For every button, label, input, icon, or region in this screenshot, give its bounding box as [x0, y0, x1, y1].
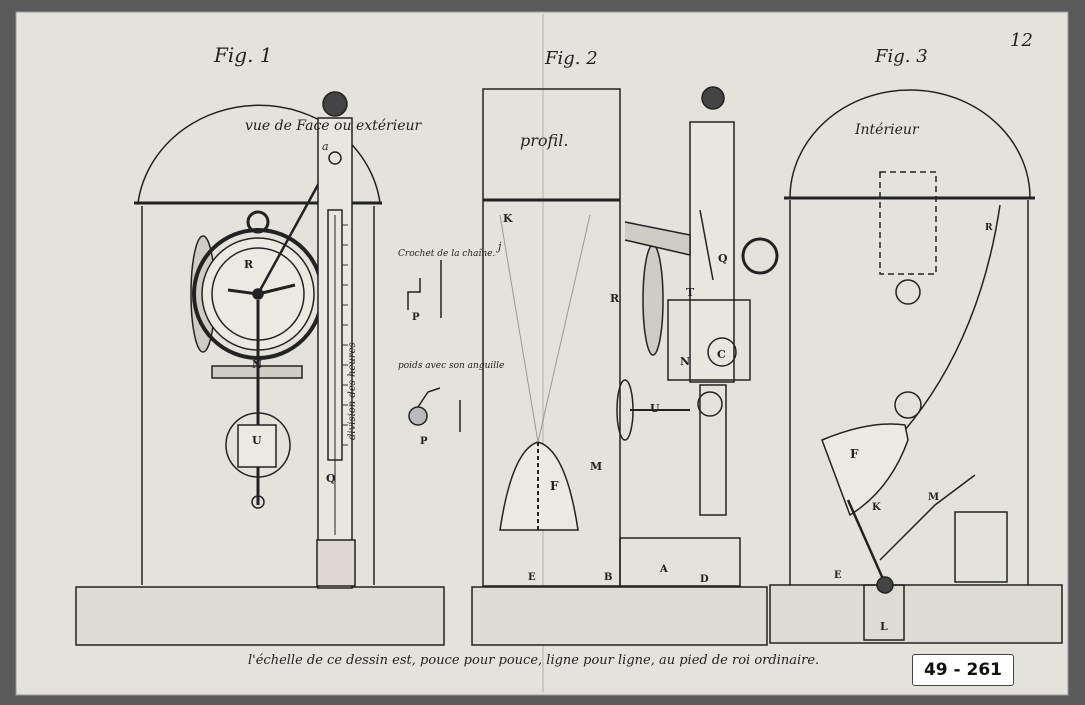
fig2-title: Fig. 2 [544, 48, 598, 69]
thermometer-caption: division des heures [347, 342, 358, 440]
fig1-label-U: U [252, 434, 262, 447]
fig2-label-C: C [717, 348, 726, 361]
fig3-label-R: R [985, 223, 993, 233]
fig2-label-F: F [550, 479, 559, 493]
fig2-label-K: K [503, 212, 513, 225]
fig1-title: Fig. 1 [213, 43, 273, 67]
fig3-label-E: E [834, 570, 842, 581]
fig2-label-A: A [659, 564, 668, 575]
fig2-profile [471, 86, 779, 646]
side-label-P1: P [412, 312, 420, 323]
fig2-label-N: N [680, 355, 690, 368]
page-number: 12 [1010, 30, 1033, 51]
fig2-label-T: T [686, 286, 695, 299]
fig2-caption: profil. [520, 131, 568, 150]
fig1-caption: vue de Face ou extérieur [245, 118, 423, 134]
fig3-label-F: F [850, 447, 859, 461]
fig3-label-K: K [872, 502, 881, 513]
fig3-label-M: M [928, 492, 939, 503]
fig1-tick-marks [342, 224, 348, 446]
fig2-label-D: D [700, 574, 709, 585]
fig2-label-B: B [604, 572, 612, 583]
fig2-label-E: E [528, 572, 536, 583]
fig1-clock-front [75, 91, 445, 646]
fig3-interior [769, 89, 1063, 644]
fig1-label-N: N [252, 358, 262, 371]
side-details [407, 260, 461, 432]
fig3-title: Fig. 3 [874, 46, 928, 67]
fig3-label-L: L [880, 620, 888, 633]
fig2-label-R: R [610, 292, 620, 305]
scale-caption: l'échelle de ce dessin est, pouce pour p… [248, 653, 819, 668]
fig2-label-Q: Q [718, 252, 728, 265]
fig1-label-R: R [244, 258, 254, 271]
fig1-label-Q: Q [326, 472, 336, 485]
side-label-P2: P [420, 436, 428, 447]
fig3-caption: Intérieur [854, 122, 920, 138]
fig2-label-j: j [495, 240, 502, 253]
fig2-label-U: U [650, 402, 660, 415]
fig2-label-M: M [590, 460, 602, 473]
archive-stamp: 49 - 261 [912, 654, 1014, 686]
side-note-chain: Crochet de la chaîne. [398, 248, 496, 259]
side-note-weight: poids avec son anguille [398, 361, 504, 371]
fig1-label-a: a [322, 140, 329, 153]
